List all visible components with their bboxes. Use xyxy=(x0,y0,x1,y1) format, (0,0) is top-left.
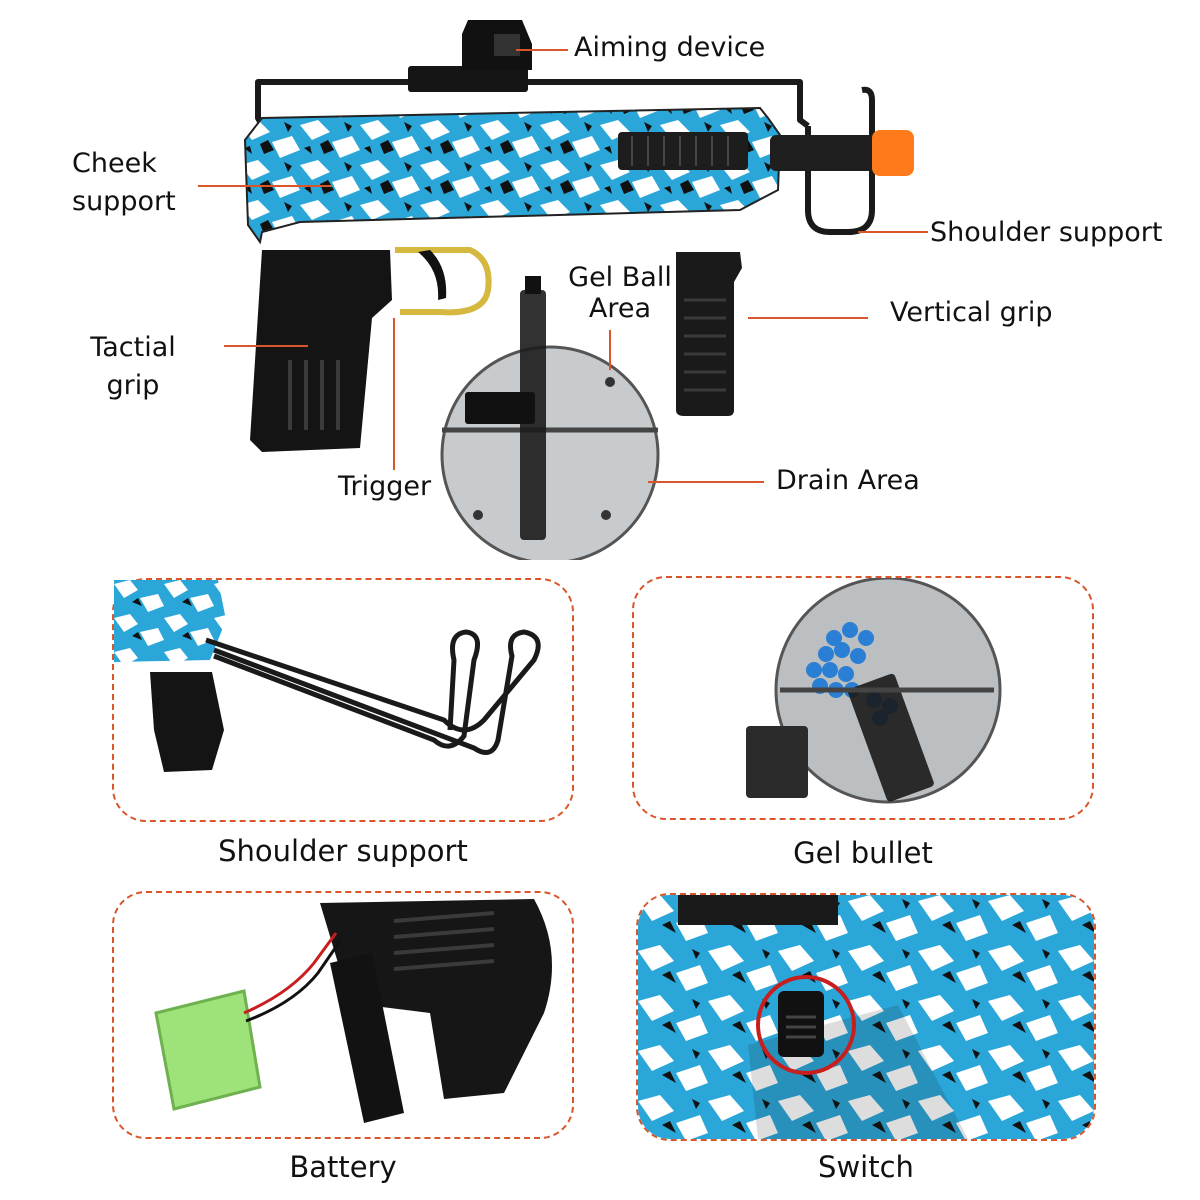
tactical-grip-shape xyxy=(250,250,392,452)
label-drain-area: Drain Area xyxy=(776,465,920,496)
gun-body xyxy=(243,106,782,245)
product-diagram xyxy=(198,20,928,560)
gel-bullet-image xyxy=(746,576,1002,804)
panel-switch xyxy=(636,893,1096,1141)
caption-battery: Battery xyxy=(289,1150,397,1184)
caption-gel-bullet: Gel bullet xyxy=(793,836,933,870)
switch-image xyxy=(638,895,1094,1139)
caption-switch: Switch xyxy=(818,1150,914,1184)
label-trigger: Trigger xyxy=(338,471,432,502)
drum-magazine-shape xyxy=(440,276,660,560)
label-tactical-grip-line1: Tactial xyxy=(90,332,176,363)
vertical-grip-shape xyxy=(676,252,742,416)
trigger-shape xyxy=(395,247,492,316)
aiming-device-shape xyxy=(408,20,532,92)
panel-battery xyxy=(112,891,574,1139)
label-gel-ball-area-line1: Gel Ball xyxy=(568,262,672,293)
caption-shoulder-support: Shoulder support xyxy=(218,834,468,868)
panel-shoulder-support xyxy=(112,578,574,822)
leader-lines xyxy=(198,49,928,483)
label-gel-ball-area-line2: Area xyxy=(588,293,652,324)
battery-image xyxy=(154,899,552,1123)
label-aiming-device: Aiming device xyxy=(574,32,766,63)
label-vertical-grip: Vertical grip xyxy=(890,297,1053,328)
label-cheek-support-line1: Cheek xyxy=(72,148,157,179)
label-tactical-grip-line2: grip xyxy=(106,370,160,401)
label-shoulder-support: Shoulder support xyxy=(930,217,1163,248)
shoulder-support-image xyxy=(114,580,541,772)
barrel xyxy=(770,130,914,176)
panel-gel-bullet xyxy=(632,576,1094,820)
label-cheek-support-line2: support xyxy=(72,186,176,217)
